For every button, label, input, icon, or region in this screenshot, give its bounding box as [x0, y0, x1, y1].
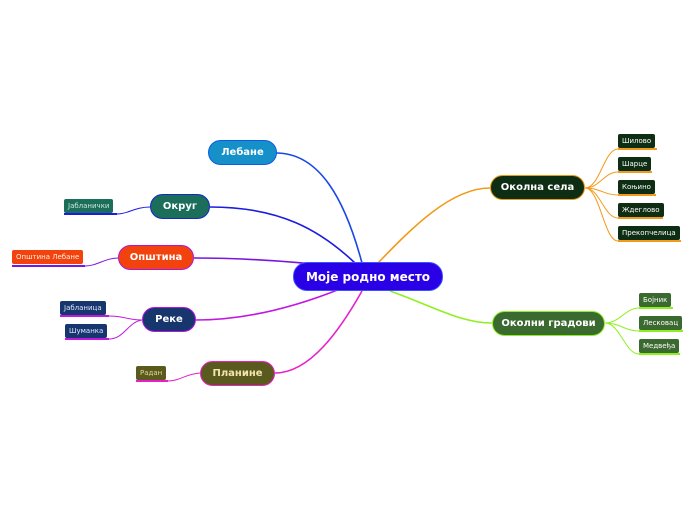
- leaf-jablanicki[interactable]: Јабланички: [64, 199, 114, 213]
- leaf-underline: [618, 171, 652, 173]
- leaf-underline: [618, 194, 656, 196]
- leaf-leskovac[interactable]: Лесковац: [639, 316, 683, 330]
- leaf-underline: [12, 265, 85, 267]
- link-reke-leaf-2: [108, 319, 143, 340]
- leaf-konjino[interactable]: Коњино: [618, 180, 655, 194]
- leaf-zdeglovo[interactable]: Ждеглово: [618, 203, 664, 217]
- link-gradovi-leaf-1: [604, 307, 640, 324]
- link-root-planine: [274, 290, 363, 374]
- branch-reke[interactable]: Реке: [142, 307, 196, 332]
- leaf-underline: [60, 315, 109, 317]
- leaf-prekopcelica[interactable]: Прекопчелица: [618, 226, 680, 240]
- branch-opstina[interactable]: Општина: [118, 245, 194, 270]
- branch-okrug[interactable]: Округ: [150, 194, 210, 219]
- leaf-underline: [639, 330, 683, 332]
- leaf-sarce[interactable]: Шарце: [618, 157, 652, 171]
- leaf-underline: [639, 307, 673, 309]
- link-root-lebane: [275, 152, 363, 264]
- branch-okolna-sela[interactable]: Околна села: [490, 175, 585, 200]
- leaf-underline: [639, 353, 680, 355]
- link-sela-leaf-2: [584, 171, 619, 189]
- leaf-sumanka[interactable]: Шуманка: [65, 324, 108, 338]
- branch-okolni-gradovi[interactable]: Околни градови: [492, 311, 605, 336]
- leaf-underline: [618, 148, 657, 150]
- leaf-underline: [618, 240, 681, 242]
- leaf-underline: [64, 213, 117, 215]
- leaf-underline: [65, 338, 109, 340]
- link-root-okolna-sela: [377, 187, 491, 264]
- leaf-underline: [136, 380, 168, 382]
- leaf-silovo[interactable]: Шилово: [618, 134, 656, 148]
- link-opstina-leaf: [84, 257, 119, 267]
- branch-planine[interactable]: Планине: [200, 361, 275, 386]
- link-sela-leaf-5: [584, 187, 619, 242]
- link-root-okrug: [209, 206, 356, 264]
- link-sela-leaf-1: [584, 148, 619, 189]
- root-topic[interactable]: Моје родно место: [293, 262, 443, 291]
- branch-lebane[interactable]: Лебане: [208, 140, 277, 165]
- link-planine-leaf: [167, 372, 201, 382]
- leaf-radan[interactable]: Радан: [136, 366, 167, 380]
- link-root-reke: [195, 288, 341, 321]
- link-root-okolni-gradovi: [389, 290, 493, 324]
- link-okrug-leaf: [116, 206, 151, 215]
- leaf-jablanica[interactable]: Јабланица: [60, 301, 106, 315]
- leaf-opstina-lebane[interactable]: Општина Лебане: [12, 250, 84, 264]
- leaf-underline: [618, 217, 663, 219]
- link-gradovi-leaf-3: [604, 322, 640, 355]
- link-reke-leaf-1: [108, 315, 143, 321]
- leaf-medvedja[interactable]: Медвеђа: [639, 339, 680, 353]
- leaf-bojnik[interactable]: Бојник: [639, 293, 672, 307]
